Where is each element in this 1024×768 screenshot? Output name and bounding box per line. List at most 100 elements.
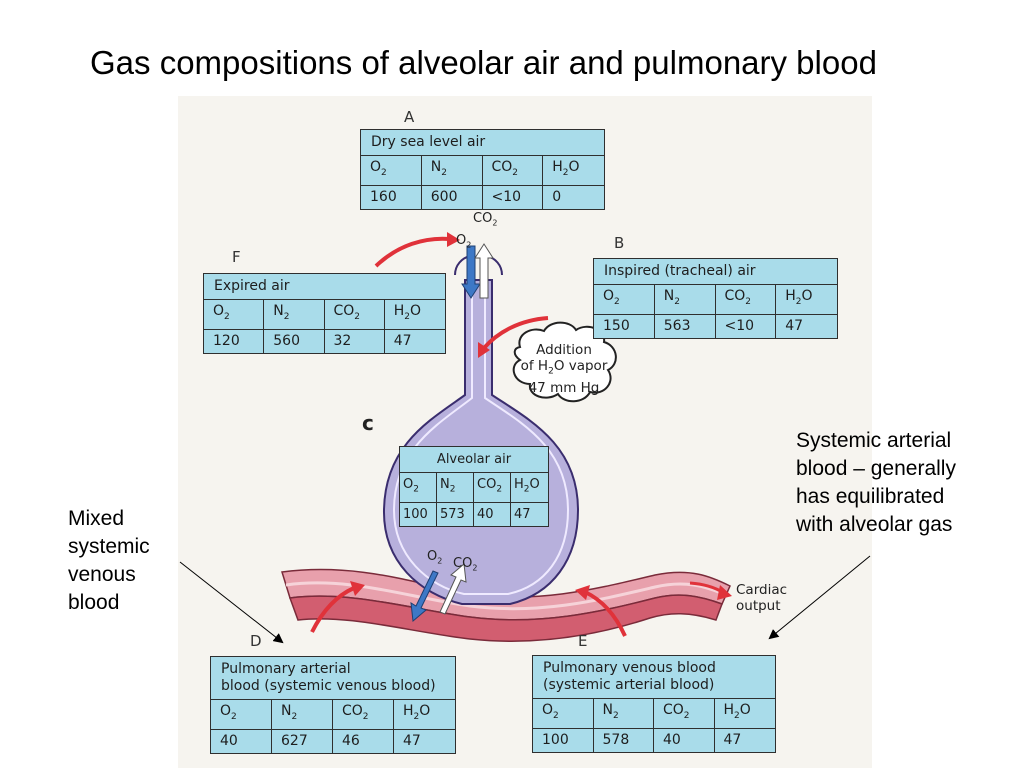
header-n2: N2 bbox=[654, 285, 716, 315]
panel-letter-c: c bbox=[362, 411, 374, 435]
vapor-line-1: Addition bbox=[536, 342, 592, 358]
header-co2: CO2 bbox=[324, 300, 385, 330]
cardiac-output-line: output bbox=[736, 598, 781, 614]
right-annotation: Systemic arterial blood – generally has … bbox=[796, 427, 956, 539]
panel-letter-b: B bbox=[614, 234, 625, 252]
value-n2: 600 bbox=[422, 185, 483, 209]
right-annotation-line: Systemic arterial bbox=[796, 429, 952, 452]
table-inspired-tracheal-air: Inspired (tracheal) air O2 N2 CO2 H2O 15… bbox=[593, 258, 838, 339]
value-co2: <10 bbox=[716, 314, 777, 338]
header-h2o: H2O bbox=[394, 700, 455, 730]
panel-letter-e: E bbox=[578, 632, 588, 650]
airway-exchange-arrows bbox=[461, 243, 494, 299]
bottom-o2-label: O2 bbox=[427, 549, 443, 566]
bottom-co2-label: CO2 bbox=[453, 556, 478, 573]
panel-letter-d: D bbox=[250, 632, 262, 650]
value-n2: 578 bbox=[594, 728, 654, 752]
table-alveolar-air: Alveolar air O2 N2 CO2 H2O 100 573 40 47 bbox=[399, 446, 549, 527]
table-title: Inspired (tracheal) air bbox=[594, 259, 837, 285]
left-annotation: Mixed systemic venous blood bbox=[68, 505, 150, 617]
value-o2: 40 bbox=[211, 729, 272, 753]
header-co2: CO2 bbox=[474, 473, 511, 503]
right-annotation-line: with alveolar gas bbox=[796, 513, 953, 536]
header-n2: N2 bbox=[421, 156, 483, 186]
value-o2: 120 bbox=[204, 329, 265, 353]
table-title-line: Pulmonary venous blood bbox=[543, 660, 716, 676]
table-dry-sea-level-air: Dry sea level air O2 N2 CO2 H2O 160 600 … bbox=[360, 129, 605, 210]
value-h2o: 47 bbox=[785, 317, 804, 334]
value-o2: 100 bbox=[400, 502, 437, 526]
table-title-line: (systemic arterial blood) bbox=[543, 677, 715, 693]
value-h2o: 0 bbox=[552, 188, 562, 205]
panel-letter-f: F bbox=[232, 248, 241, 266]
left-annotation-line: Mixed bbox=[68, 507, 125, 530]
header-co2: CO2 bbox=[333, 700, 394, 730]
header-n2: N2 bbox=[264, 300, 325, 330]
value-h2o: 47 bbox=[723, 731, 742, 748]
vapor-cloud-bubble bbox=[512, 321, 617, 403]
value-co2: 40 bbox=[474, 502, 511, 526]
table-grid: O2 N2 CO2 H2O 40 627 46 47 bbox=[211, 700, 455, 753]
capillary-exchange-arrows bbox=[410, 563, 467, 622]
value-n2: 573 bbox=[437, 502, 474, 526]
header-o2: O2 bbox=[211, 700, 272, 730]
value-n2: 627 bbox=[272, 729, 333, 753]
cardiac-output-label: Cardiac output bbox=[736, 582, 787, 614]
value-co2: <10 bbox=[483, 185, 544, 209]
vapor-bubble-text: Addition of H2O vapor 47 mm Hg bbox=[512, 342, 616, 396]
table-title-line: blood (systemic venous blood) bbox=[221, 678, 436, 694]
value-co2: 40 bbox=[654, 728, 715, 752]
table-title-line: Alveolar air bbox=[436, 452, 512, 467]
table-title-line: Pulmonary arterial bbox=[221, 661, 351, 677]
table-grid: O2 N2 CO2 H2O 100 578 40 47 bbox=[533, 699, 775, 752]
header-h2o: H2O bbox=[384, 300, 445, 330]
header-h2o: H2O bbox=[776, 285, 837, 315]
table-title-line: Inspired (tracheal) air bbox=[604, 263, 756, 279]
value-o2: 150 bbox=[594, 314, 655, 338]
red-flow-arrows bbox=[310, 232, 732, 637]
table-pulmonary-arterial-blood: Pulmonary arterial blood (systemic venou… bbox=[210, 656, 456, 754]
left-annotation-line: blood bbox=[68, 591, 120, 614]
value-h2o: 47 bbox=[403, 732, 421, 749]
table-grid: O2 N2 CO2 H2O 100 573 40 47 bbox=[400, 473, 548, 526]
left-annotation-line: systemic bbox=[68, 535, 150, 558]
table-title-line: Expired air bbox=[214, 278, 290, 294]
header-n2: N2 bbox=[272, 700, 333, 730]
vapor-line-3: 47 mm Hg bbox=[528, 379, 600, 396]
table-grid: O2 N2 CO2 H2O 120 560 32 47 bbox=[204, 300, 445, 353]
right-annotation-line: blood – generally bbox=[796, 457, 956, 480]
header-h2o: H2O bbox=[543, 156, 604, 186]
annotation-pointers bbox=[179, 555, 871, 644]
table-title: Pulmonary arterial blood (systemic venou… bbox=[211, 657, 455, 700]
table-title: Pulmonary venous blood (systemic arteria… bbox=[533, 656, 775, 699]
header-o2: O2 bbox=[594, 285, 655, 315]
header-n2: N2 bbox=[437, 473, 474, 503]
header-co2: CO2 bbox=[482, 156, 544, 186]
header-co2: CO2 bbox=[654, 699, 715, 729]
table-title: Alveolar air bbox=[400, 447, 548, 473]
left-annotation-line: venous bbox=[68, 563, 136, 586]
panel-letter-a: A bbox=[404, 108, 415, 126]
header-o2: O2 bbox=[204, 300, 265, 330]
value-co2: 46 bbox=[333, 729, 394, 753]
header-o2: O2 bbox=[400, 473, 437, 503]
value-n2: 563 bbox=[655, 314, 716, 338]
slide-title: Gas compositions of alveolar air and pul… bbox=[90, 44, 877, 81]
right-annotation-line: has equilibrated bbox=[796, 485, 945, 508]
header-o2: O2 bbox=[533, 699, 594, 729]
table-pulmonary-venous-blood: Pulmonary venous blood (systemic arteria… bbox=[532, 655, 776, 753]
table-title: Dry sea level air bbox=[361, 130, 604, 156]
header-h2o: H2O bbox=[714, 699, 775, 729]
header-n2: N2 bbox=[593, 699, 654, 729]
value-o2: 100 bbox=[533, 728, 594, 752]
top-o2-label: O2 bbox=[456, 233, 472, 250]
table-grid: O2 N2 CO2 H2O 160 600 <10 0 bbox=[361, 156, 604, 209]
header-co2: CO2 bbox=[715, 285, 777, 315]
value-h2o: 47 bbox=[514, 506, 531, 522]
table-grid: O2 N2 CO2 H2O 150 563 <10 47 bbox=[594, 285, 837, 338]
value-co2: 32 bbox=[325, 329, 385, 353]
value-o2: 160 bbox=[361, 185, 422, 209]
vapor-line-2: of H2O vapor bbox=[520, 358, 608, 377]
table-title: Expired air bbox=[204, 274, 445, 300]
